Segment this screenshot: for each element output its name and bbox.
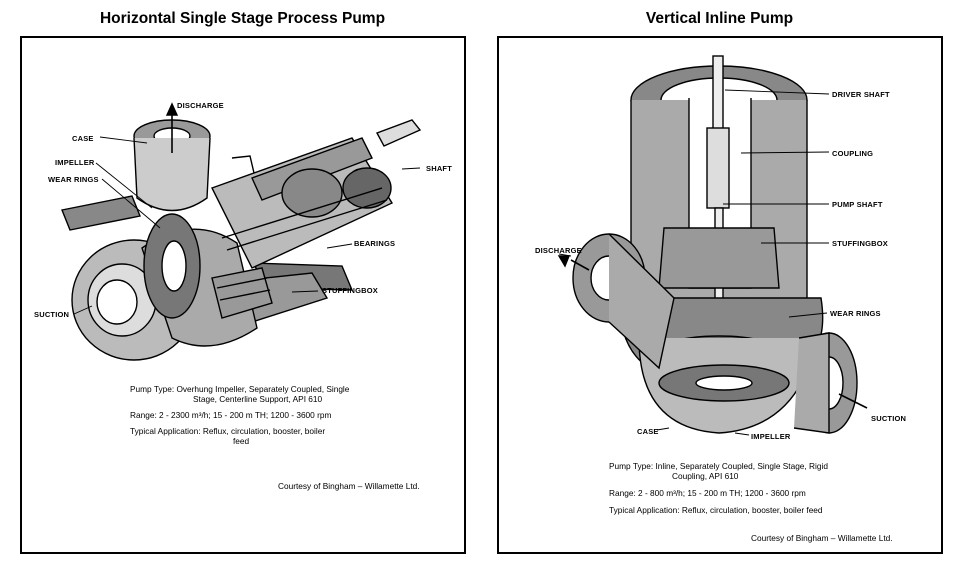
label-stuffingbox: STUFFINGBOX [322,286,378,295]
label-discharge: DISCHARGE [177,101,224,110]
label-discharge: DISCHARGE [535,246,582,255]
pump-type-line-1: Overhung Impeller, Separately Coupled, S… [176,384,350,394]
left-diagram-title: Horizontal Single Stage Process Pump [99,10,386,27]
range-spec: Range: 2 - 800 m³/h; 15 - 200 m TH; 1200… [609,488,806,498]
pump-type-spec: Pump Type: Overhung Impeller, Separately… [130,384,349,404]
pump-type-label: Pump Type: [130,384,175,394]
label-case: CASE [637,427,659,436]
label-bearings: BEARINGS [354,239,396,248]
label-stuffingbox: STUFFINGBOX [832,239,888,248]
application-spec: Typical Application: Reflux, circulation… [609,505,823,515]
label-impeller: IMPELLER [55,158,95,167]
label-case: CASE [72,134,94,143]
application-line-1: Reflux, circulation, booster, boiler [202,426,326,436]
pump-type-line-2: Coupling, API 610 [672,471,739,481]
pump-type-spec: Pump Type: Inline, Separately Coupled, S… [609,461,828,481]
label-wear-rings: WEAR RINGS [830,309,881,318]
horizontal-pump-illustration [61,102,422,361]
courtesy-note: Courtesy of Bingham – Willamette Ltd. [278,481,420,491]
label-driver-shaft: DRIVER SHAFT [832,90,890,99]
label-coupling: COUPLING [832,149,874,158]
label-pump-shaft: PUMP SHAFT [832,200,883,209]
label-shaft: SHAFT [426,164,452,173]
application-spec: Typical Application: Reflux, circulation… [130,426,325,446]
pump-type-line-2: Stage, Centerline Support, API 610 [193,394,323,404]
pump-type-label: Pump Type: [609,461,654,471]
application-line-2: feed [233,436,250,446]
label-suction: SUCTION [871,414,907,423]
vertical-pump-panel: DRIVER SHAFT COUPLING PUMP SHAFT STUFFIN… [497,36,943,554]
horizontal-pump-panel: DISCHARGE CASE IMPELLER WEAR RINGS SHAFT… [20,36,466,554]
label-wear-rings: WEAR RINGS [48,175,99,184]
right-diagram-title: Vertical Inline Pump [645,10,794,27]
range-spec: Range: 2 - 2300 m³/h; 15 - 200 m TH; 120… [130,410,332,420]
vertical-inline-pump-illustration [557,55,868,436]
pump-type-line-1: Inline, Separately Coupled, Single Stage… [655,461,828,471]
application-label: Typical Application: [130,426,201,436]
label-suction: SUCTION [34,310,70,319]
label-impeller: IMPELLER [751,432,791,441]
courtesy-note: Courtesy of Bingham – Willamette Ltd. [751,533,893,543]
